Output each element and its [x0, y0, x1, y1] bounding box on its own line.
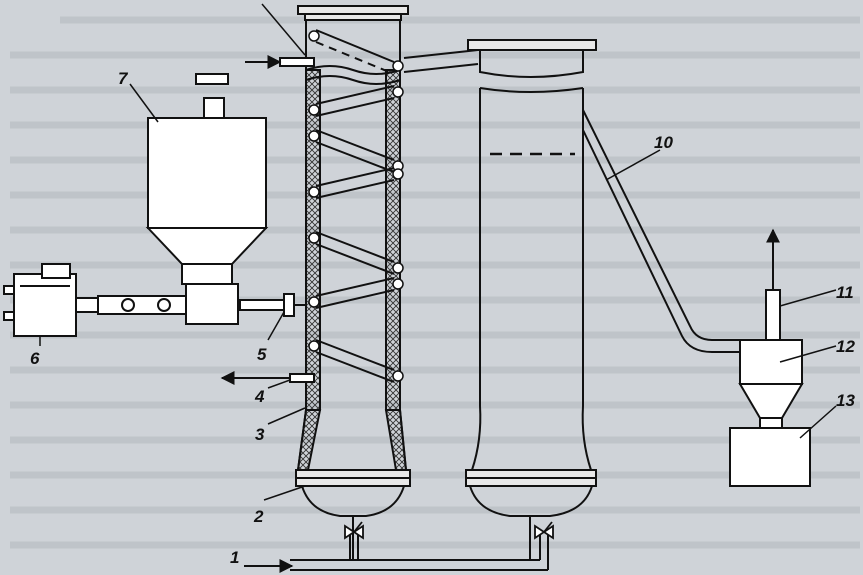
- label-7: 7: [118, 69, 129, 88]
- feed-hopper: [145, 73, 269, 285]
- drive-motor: [3, 263, 77, 337]
- feed-screw-assembly: [75, 283, 306, 325]
- label-11: 11: [836, 283, 854, 302]
- coil-circles: [308, 30, 404, 382]
- leader-lines: [39, 83, 837, 501]
- separator-column: [465, 39, 597, 560]
- label-3: 3: [255, 425, 265, 444]
- label-13: 13: [836, 391, 855, 410]
- label-12: 12: [836, 337, 855, 356]
- label-5: 5: [257, 345, 267, 364]
- valves: [344, 521, 554, 540]
- label-6: 6: [30, 349, 40, 368]
- label-10: 10: [654, 133, 673, 152]
- label-1: 1: [230, 548, 239, 567]
- collector-bin: [729, 427, 811, 487]
- cyclone-feed-pipe: [582, 109, 740, 353]
- label-4: 4: [254, 387, 265, 406]
- cyclone: [738, 289, 804, 429]
- coil-inlet-pipe: [279, 57, 315, 67]
- bottom-inlet-line: [290, 530, 549, 571]
- coil-outlet-pipe: [289, 373, 315, 383]
- helical-coil: [315, 29, 395, 383]
- transfer-pipe: [403, 49, 479, 73]
- label-2: 2: [253, 507, 264, 526]
